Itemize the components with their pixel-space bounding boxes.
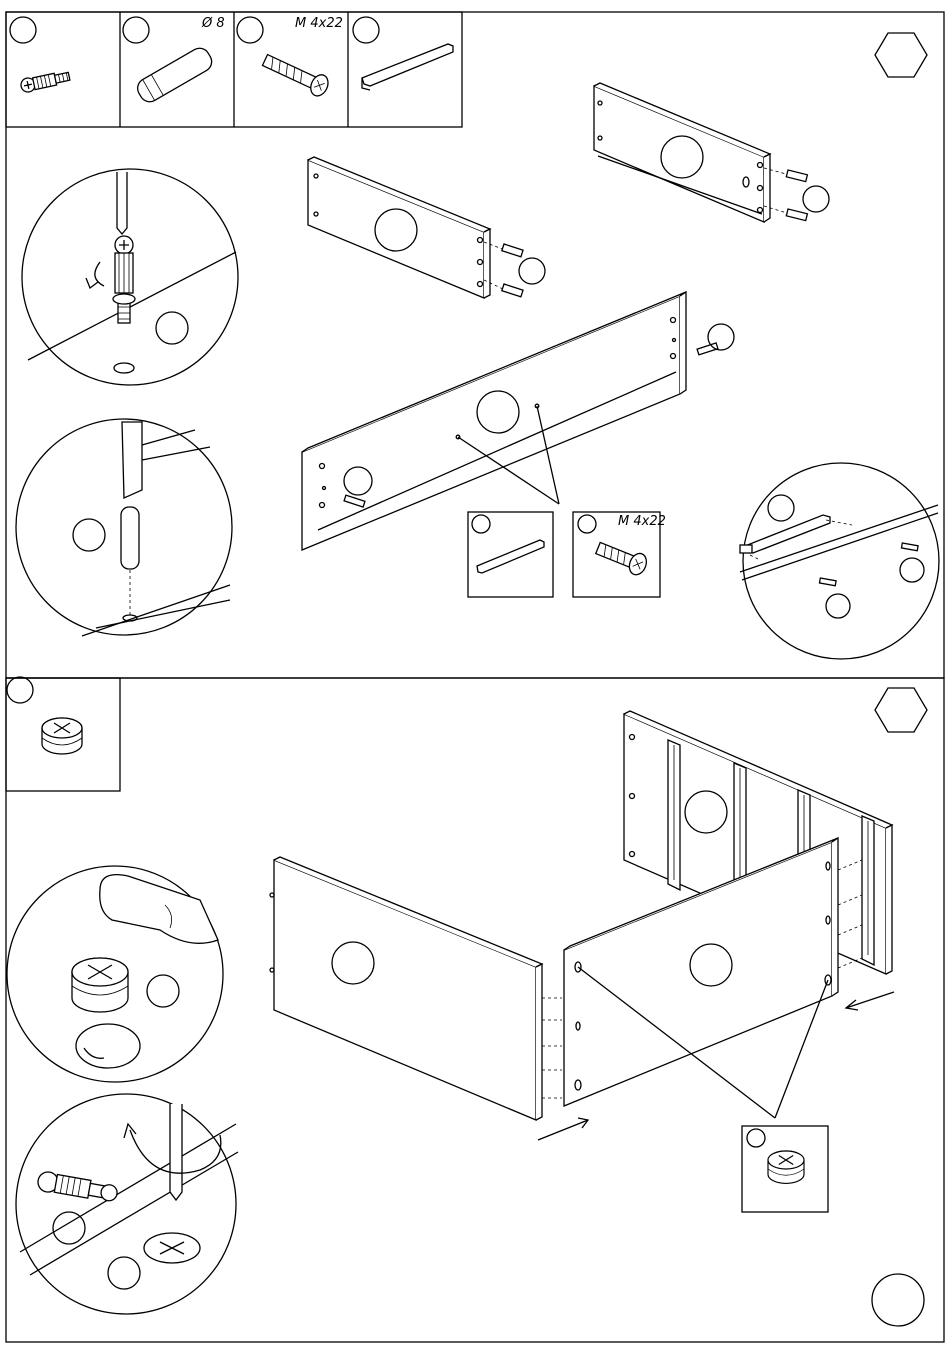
part-number-circle	[73, 519, 105, 551]
dowel-icon	[786, 209, 807, 221]
cam-hole-icon	[76, 1024, 140, 1068]
part-screw-cell: M 4x22	[237, 16, 343, 99]
part-number-circle	[353, 17, 379, 43]
cam-lock-icon	[72, 958, 128, 1012]
screw-icon	[594, 538, 650, 578]
screw-icon	[819, 578, 836, 586]
part-number-circle	[747, 1129, 765, 1147]
front-panel	[302, 292, 734, 550]
side-panel-large	[270, 857, 588, 1140]
dowel-icon	[121, 507, 139, 569]
part-dowel-cell: Ø 8	[123, 16, 225, 105]
cam-lock-icon	[768, 1151, 804, 1183]
handle-icon	[362, 44, 453, 90]
cam-bolt-icon	[20, 69, 71, 93]
parts-legend-step-2	[6, 677, 120, 791]
part-number-circle	[768, 495, 794, 521]
part-number-circle	[578, 515, 596, 533]
panel-edge-icon	[122, 422, 142, 498]
screwdriver-icon	[170, 1104, 182, 1200]
arrow-icon	[846, 992, 894, 1008]
cam-lock-icon	[42, 718, 82, 754]
dowel-icon	[134, 45, 215, 106]
callout-cam-lock-box	[742, 1126, 828, 1212]
part-number-circle	[519, 258, 545, 284]
part-number-circle	[472, 515, 490, 533]
part-number-circle	[156, 312, 188, 344]
part-label-screw: M 4x22	[295, 16, 343, 31]
detail-cam-lock-tighten	[16, 1094, 238, 1314]
arrow-icon	[538, 1120, 588, 1140]
screwdriver-icon	[117, 172, 127, 234]
part-number-circle	[147, 975, 179, 1007]
screw-icon	[260, 50, 331, 99]
side-panel-right	[594, 83, 829, 222]
detail-cam-bolt-insertion	[22, 169, 238, 385]
rotate-arrow-icon	[95, 262, 104, 286]
dowel-icon	[786, 170, 807, 182]
detail-handle-attachment	[740, 463, 939, 659]
part-number-circle	[803, 186, 829, 212]
part-number-circle	[900, 558, 924, 582]
part-number-circle	[108, 1257, 140, 1289]
dowel-icon	[502, 284, 523, 297]
callout-screw-box: M 4x22	[573, 512, 666, 597]
part-number-circle	[237, 17, 263, 43]
part-number-circle	[10, 17, 36, 43]
part-cam-bolt-cell	[10, 17, 71, 93]
cam-bolt-vertical-icon	[113, 236, 135, 323]
part-number-circle	[53, 1212, 85, 1244]
hole-marker	[114, 363, 134, 373]
thumb-icon	[100, 875, 218, 944]
detail-cam-lock-insertion	[7, 866, 223, 1082]
part-number-circle	[7, 677, 33, 703]
callout-handle-box	[468, 512, 553, 597]
part-number-circle	[123, 17, 149, 43]
step-marker-hexagon	[875, 688, 927, 732]
detail-dowel-insertion	[16, 419, 232, 636]
screw-icon	[901, 543, 918, 551]
step-marker-hexagon	[875, 33, 927, 77]
handle-icon	[477, 540, 544, 573]
page-number-circle	[872, 1274, 924, 1326]
step-1-frame	[6, 12, 944, 678]
dowel-icon	[502, 244, 523, 257]
side-panel-left	[308, 157, 545, 298]
callout-screw-label: M 4x22	[618, 514, 666, 529]
part-label-dowel: Ø 8	[201, 16, 225, 31]
part-number-circle	[708, 324, 734, 350]
part-number-circle	[826, 594, 850, 618]
cam-bolt-icon	[36, 1170, 118, 1204]
part-handle-cell	[353, 17, 453, 90]
parts-legend-step-1: Ø 8 M 4x22	[6, 12, 462, 127]
